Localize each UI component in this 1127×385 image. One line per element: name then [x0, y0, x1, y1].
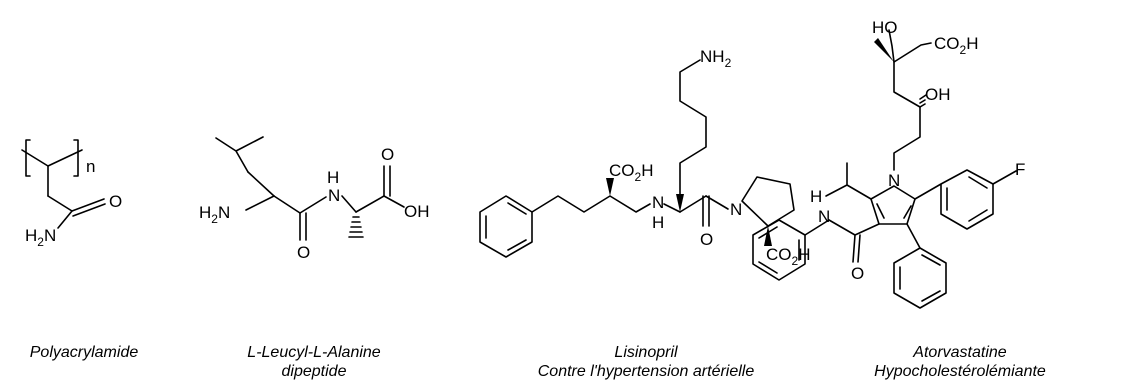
- atom-h: H: [810, 187, 822, 206]
- isopropyl-bonds: [825, 162, 872, 200]
- double-bond-co: [702, 195, 710, 227]
- hashed-bond: [919, 94, 927, 108]
- fluorophenyl-ring: [914, 169, 994, 230]
- atom-o: O: [700, 230, 713, 249]
- atom-oh: OH: [925, 85, 951, 104]
- atom-n-amide: N: [818, 207, 830, 226]
- caption-line: Lisinopril: [614, 344, 678, 361]
- atom-h: H: [327, 168, 339, 187]
- wedge-bond: [874, 38, 894, 62]
- caption-line: Contre l'hypertension artérielle: [537, 363, 755, 380]
- wedge-bond: [764, 226, 772, 246]
- bond: [273, 195, 301, 214]
- atom-h: H: [652, 213, 664, 232]
- bond: [245, 195, 275, 211]
- caption-line: dipeptide: [281, 363, 347, 380]
- caption-leucyl-alanine: L-Leucyl-L-Alanine dipeptide: [214, 343, 414, 381]
- atom-n-ring: N: [888, 171, 900, 190]
- bond: [247, 171, 275, 197]
- atom-h2n: H2N: [199, 203, 230, 226]
- bond: [299, 196, 327, 214]
- caption-line: L-Leucyl-L-Alanine: [247, 344, 381, 361]
- atom-co2h: CO2H: [934, 34, 978, 57]
- bond: [992, 170, 1017, 185]
- lysine-chain: [679, 59, 707, 195]
- caption-lisinopril: Lisinopril Contre l'hypertension artérie…: [496, 343, 796, 381]
- isopropyl-bonds: [215, 136, 264, 173]
- pyrrole-ring: [870, 185, 916, 225]
- atom-oh: OH: [404, 202, 430, 221]
- bond: [705, 195, 729, 210]
- aromatic-inner-bonds: [485, 202, 527, 251]
- bond: [663, 203, 681, 213]
- side-chain: [893, 61, 921, 108]
- double-bond: [71, 198, 106, 217]
- caption-line: Atorvastatine: [913, 344, 1007, 361]
- pyrrole-inner-bonds: [876, 203, 912, 219]
- wedge-bond: [606, 178, 614, 196]
- atom-f: F: [1015, 160, 1025, 179]
- atom-n-amine: N: [652, 193, 664, 212]
- atom-nh2: NH2: [700, 47, 732, 70]
- bond: [804, 219, 830, 236]
- aromatic-inner-bonds: [758, 226, 800, 274]
- atom-o-acid: O: [381, 145, 394, 164]
- caption-polyacrylamide: Polyacrylamide: [4, 343, 164, 362]
- bond: [679, 195, 707, 213]
- pyrrolidine-ring: [741, 176, 795, 227]
- repeat-index-n: n: [86, 157, 95, 176]
- atom-o: O: [851, 264, 864, 283]
- caption-line: Hypocholestérolémiante: [874, 363, 1046, 380]
- aromatic-inner-bonds: [946, 176, 988, 222]
- caption-atorvastatine: Atorvastatine Hypocholestérolémiante: [840, 343, 1080, 381]
- aniline-ring: [752, 219, 806, 281]
- bracket-right: [73, 139, 79, 177]
- caption-line: Polyacrylamide: [29, 344, 139, 361]
- double-bond-co: [299, 212, 307, 241]
- bracket-left: [25, 139, 31, 177]
- structure-leucyl-alanine: H2N N H O O OH: [199, 136, 430, 262]
- bond: [57, 210, 73, 229]
- atom-n: N: [328, 186, 340, 205]
- side-chain: [893, 106, 921, 171]
- structure-polyacrylamide: n O H2N: [21, 139, 122, 249]
- bond: [383, 195, 405, 208]
- wedge-bond: [676, 194, 684, 212]
- bond: [355, 195, 385, 213]
- atom-h2n: H2N: [25, 226, 56, 249]
- phenyl-ring: [893, 223, 947, 309]
- structure-lisinopril: CO2H N H O N NH2 CO2H: [479, 47, 810, 268]
- structure-atorvastatin: HO CO2H OH N F N H O: [752, 18, 1025, 309]
- hashed-bond: [348, 216, 364, 238]
- atom-o: O: [109, 192, 122, 211]
- chain-bonds: [531, 195, 651, 213]
- atom-ho: HO: [872, 18, 898, 37]
- atom-o-carbonyl: O: [297, 243, 310, 262]
- bond: [47, 195, 73, 212]
- double-bond-co: [383, 165, 391, 197]
- amide-bonds: [828, 219, 880, 263]
- benzene-ring: [479, 195, 533, 258]
- backbone-bond: [21, 149, 83, 167]
- bond: [341, 195, 357, 213]
- atom-co2h-top: CO2H: [609, 161, 653, 184]
- aromatic-inner-bonds: [899, 254, 941, 302]
- atom-n-ring: N: [730, 200, 742, 219]
